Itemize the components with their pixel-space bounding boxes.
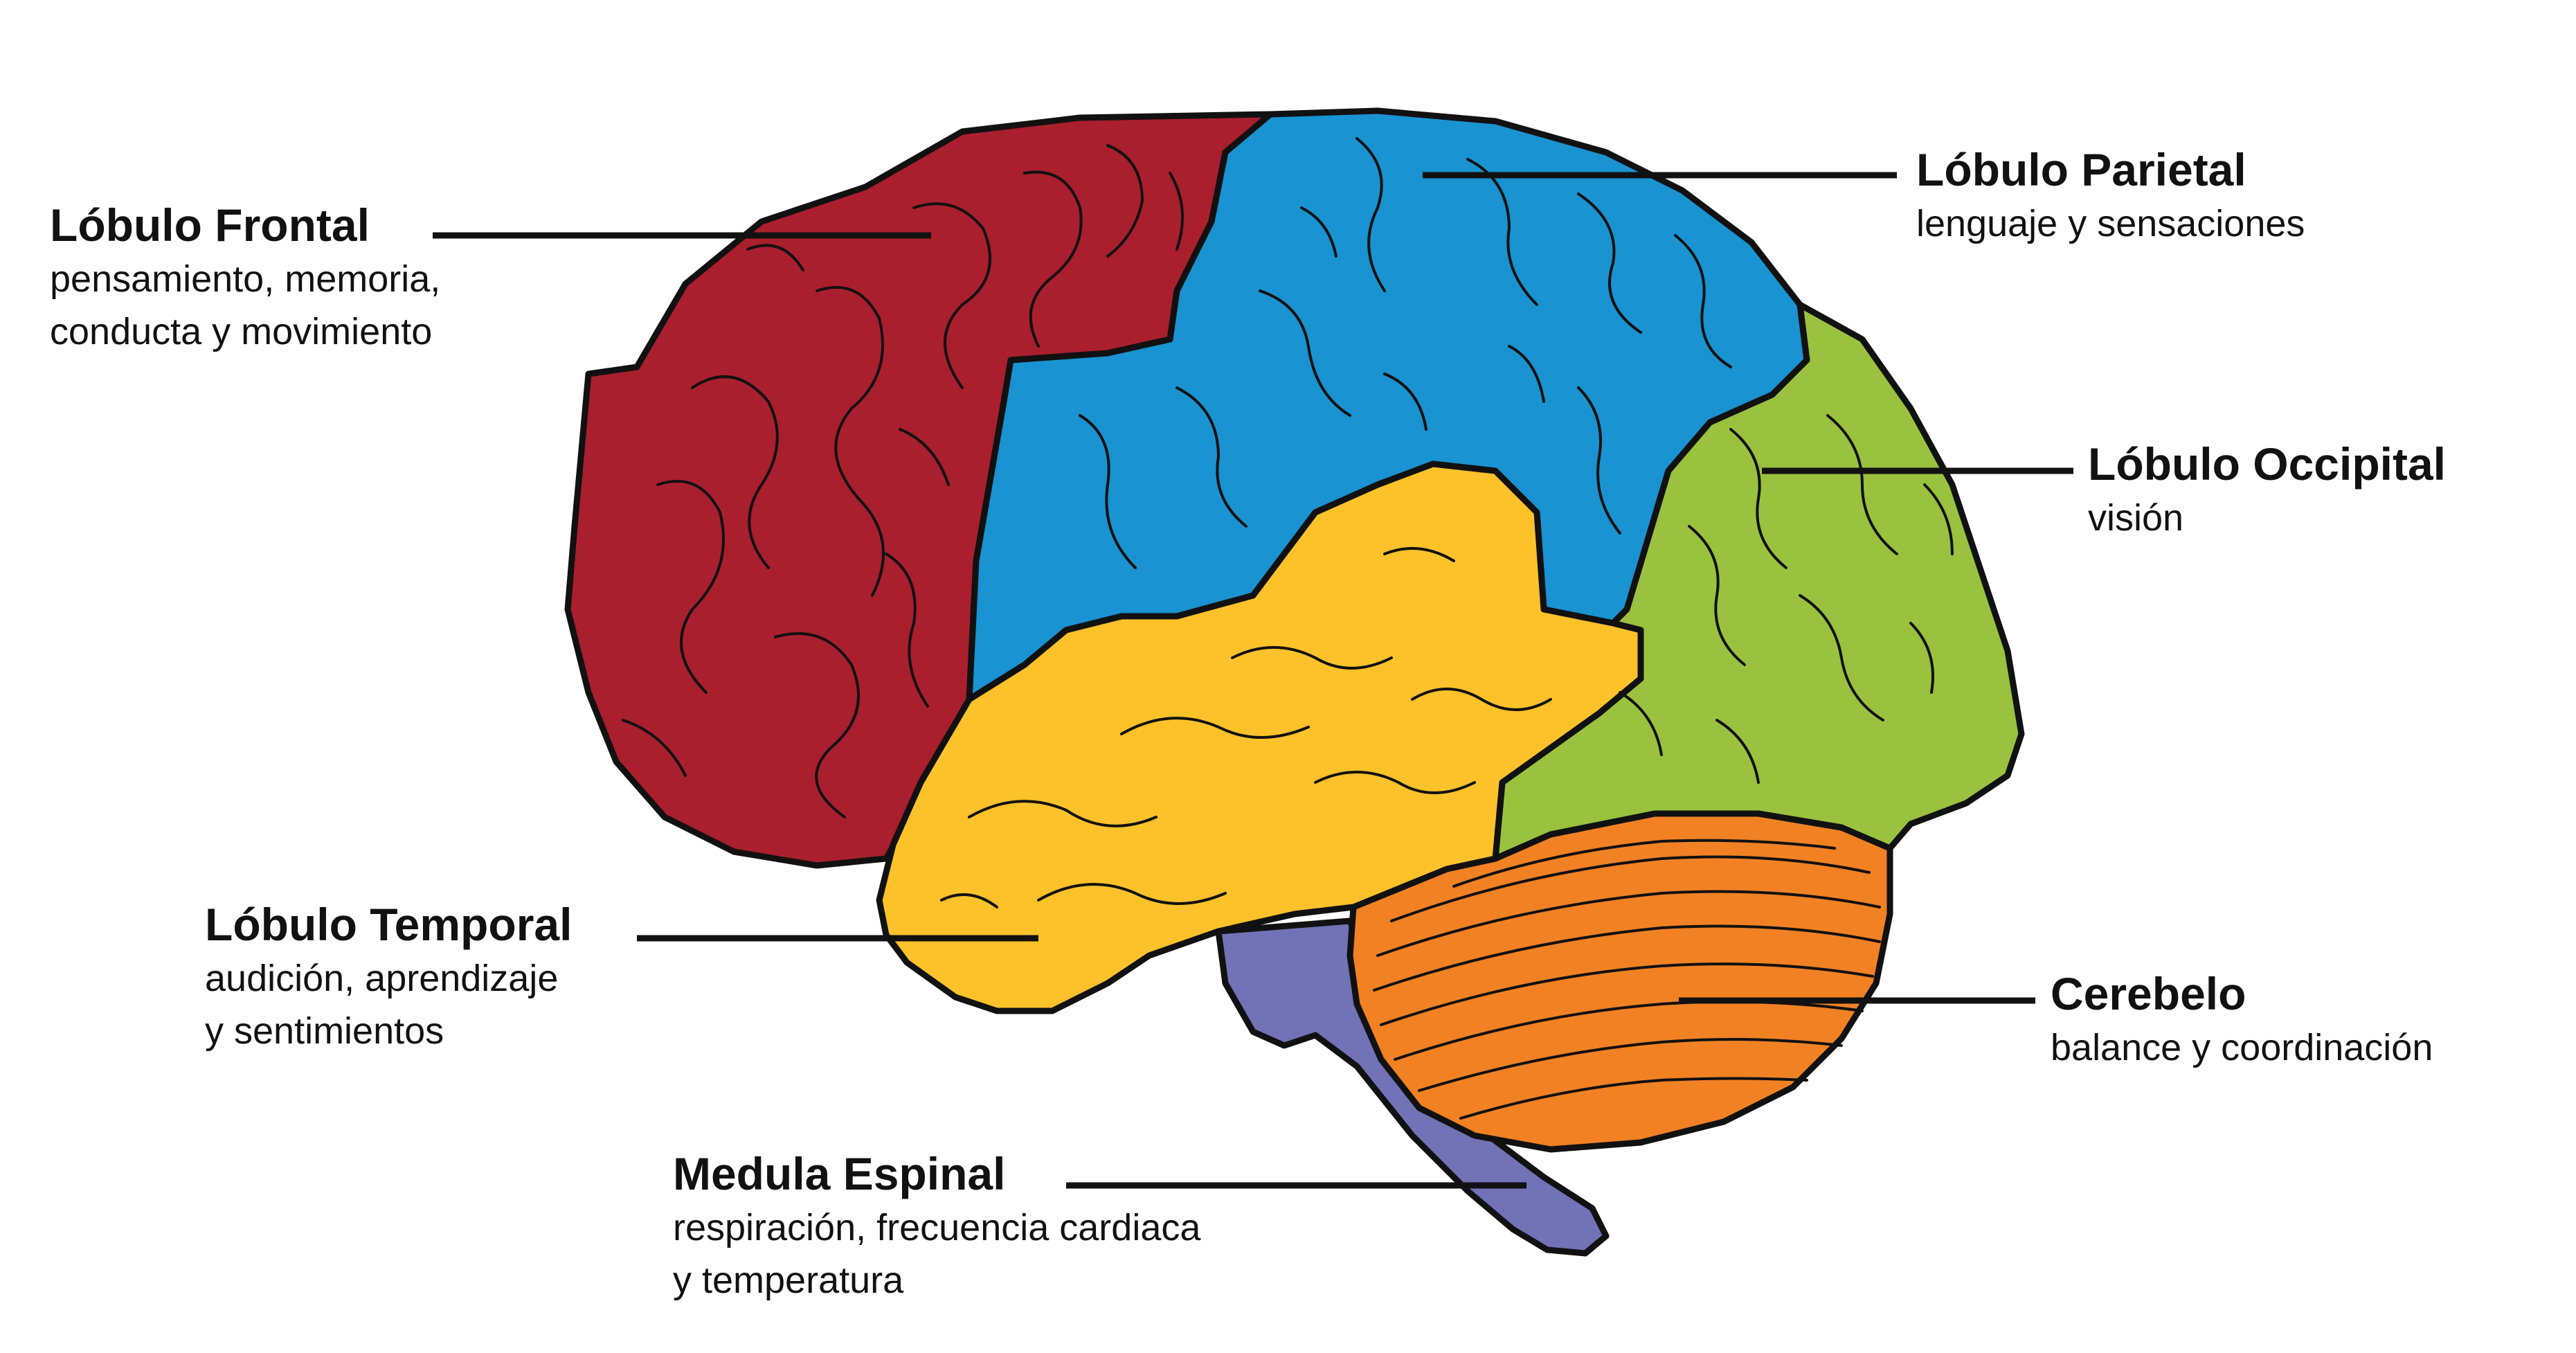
frontal-folds bbox=[622, 144, 1184, 818]
spinal-cord-label: Medula Espinal respiración, frecuencia c… bbox=[673, 1146, 1200, 1307]
occipital-folds bbox=[1619, 414, 1954, 784]
temporal-label: Lóbulo Temporal audición, aprendizaje y … bbox=[205, 897, 572, 1057]
cerebellum-title: Cerebelo bbox=[2051, 968, 2246, 1019]
spinal-cord-title: Medula Espinal bbox=[673, 1148, 1006, 1199]
parietal-title: Lóbulo Parietal bbox=[1916, 144, 2246, 195]
temporal-title: Lóbulo Temporal bbox=[205, 899, 573, 950]
frontal-title: Lóbulo Frontal bbox=[50, 199, 370, 251]
occipital-lobe-region bbox=[1492, 301, 2025, 862]
frontal-desc-line2: conducta y movimiento bbox=[50, 311, 433, 352]
parietal-label: Lóbulo Parietal lenguaje y sensaciones bbox=[1916, 142, 2305, 250]
cerebellum-label: Cerebelo balance y coordinación bbox=[2051, 966, 2433, 1074]
frontal-desc-line1: pensamiento, memoria, bbox=[50, 258, 441, 300]
occipital-label: Lóbulo Occipital visión bbox=[2088, 436, 2446, 544]
cerebellum-desc-line1: balance y coordinación bbox=[2051, 1027, 2433, 1068]
temporal-desc-line1: audición, aprendizaje bbox=[205, 958, 559, 999]
temporal-folds bbox=[940, 547, 1552, 908]
parietal-desc-line1: lenguaje y sensaciones bbox=[1916, 203, 2305, 244]
occipital-desc-line1: visión bbox=[2088, 497, 2184, 539]
cerebellum-folds bbox=[1373, 839, 1881, 1120]
parietal-folds bbox=[1079, 137, 1732, 569]
spinal-cord-desc-line1: respiración, frecuencia cardiaca bbox=[673, 1207, 1201, 1248]
frontal-label: Lóbulo Frontal pensamiento, memoria, con… bbox=[50, 197, 440, 358]
temporal-desc-line2: y sentimientos bbox=[205, 1010, 444, 1052]
occipital-title: Lóbulo Occipital bbox=[2088, 438, 2447, 490]
spinal-cord-desc-line2: y temperatura bbox=[673, 1260, 904, 1301]
